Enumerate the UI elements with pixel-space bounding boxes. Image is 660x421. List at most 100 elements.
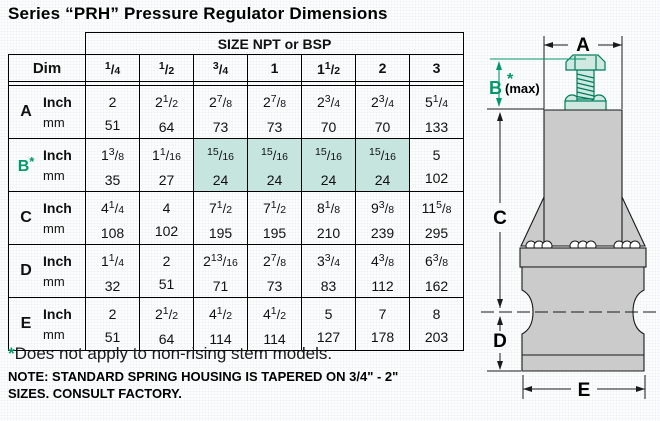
page-title: Series “PRH” Pressure Regulator Dimensio… [8,4,388,23]
note-line-2: SIZES. CONSULT FACTORY. [8,386,182,401]
footnote-star: *Does not apply to non-rising stem model… [8,344,332,364]
valve-body-shape [521,266,645,372]
dimension-arrow-b [490,58,586,107]
mm-value: 178 [370,328,395,345]
value-cell: 13/8 35 [85,138,140,192]
dim-column-header: Dim [8,54,86,82]
dim-label-b-star: * [507,71,514,88]
dim-label-d: D [493,331,507,352]
mm-value: 162 [424,278,449,294]
unit-mm-label: mm [43,221,65,236]
mm-value: 102 [424,169,449,186]
unit-labels: Inch mm [43,250,72,292]
inch-value: 27/8 [262,93,287,110]
inch-value: 2 [162,252,171,269]
unit-inch-label: Inch [43,200,72,216]
inch-value: 23/4 [316,93,341,110]
dimension-extension-lines-a [543,36,623,109]
mm-value: 71 [212,278,229,294]
inch-value: 4 [162,199,171,216]
mm-value: 112 [371,278,394,294]
column-header-size: 3/4 [193,54,248,82]
mm-value: 70 [320,119,337,135]
inch-value: 15/16 [315,146,342,163]
flange-bolts-icon [525,240,641,252]
unit-mm-label: mm [43,274,65,289]
inch-value: 15/16 [369,146,396,163]
mm-value: 83 [320,278,337,294]
dim-label-c: C [493,208,507,229]
mm-value: 127 [316,328,341,345]
dim-label-b-max: (max) [505,81,540,96]
value-cell: 23/4 70 [301,85,356,139]
mm-value: 114 [263,331,286,347]
unit-inch-label: Inch [43,306,72,322]
unit-inch-label: Inch [43,253,72,269]
column-header-size: 1/2 [139,54,194,82]
inch-value: 51/4 [424,93,449,110]
mm-value: 295 [424,225,449,241]
mm-value: 73 [266,278,283,294]
dim-label-b: B [489,78,502,98]
inch-value: 11/16 [152,146,181,163]
mm-value: 70 [374,119,391,135]
column-header-size: 2 [355,54,410,82]
spring-housing-shape [520,109,646,247]
mm-value: 32 [104,278,121,294]
inch-value: 93/8 [370,199,395,216]
mm-value: 24 [212,172,229,188]
mm-value: 51 [104,328,121,345]
footnote-star-text: Does not apply to non-rising stem models… [14,344,333,363]
inch-value: 5 [324,305,333,322]
unit-mm-label: mm [43,115,65,130]
dim-letter: D [20,262,32,279]
inch-value: 13/8 [100,146,125,163]
inch-value: 41/2 [208,305,233,322]
note-line-1: NOTE: STANDARD SPRING HOUSING IS TAPERED… [8,369,399,384]
mm-value: 133 [424,119,449,135]
spring-housing-wall-lines [543,197,623,246]
mm-value: 73 [266,119,283,135]
mm-value: 35 [104,172,121,188]
mm-value: 114 [209,331,232,347]
mm-value: 108 [100,225,125,241]
inch-value: 11/4 [100,252,125,269]
mm-value: 24 [320,172,337,188]
mm-value: 195 [208,225,233,241]
mm-value: 239 [370,225,395,241]
inch-value: 27/8 [208,93,233,110]
size-group-row: SIZE NPT or BSP [9,32,464,55]
dim-letter: A [20,103,32,120]
unit-mm-label: mm [43,327,65,342]
mm-value: 102 [154,222,179,239]
mm-value: 51 [104,116,121,133]
footnote-note: NOTE: STANDARD SPRING HOUSING IS TAPERED… [8,368,398,402]
mm-value: 210 [316,225,341,241]
mm-value: 64 [158,119,175,135]
